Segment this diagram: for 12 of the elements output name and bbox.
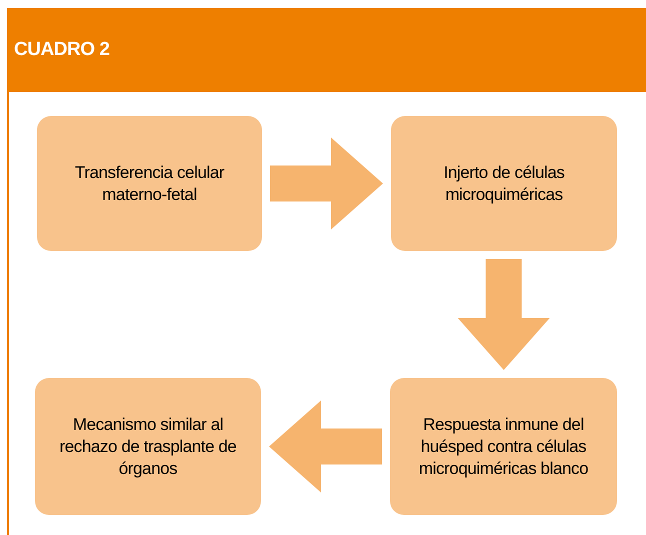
box-text: Injerto de células microquiméricas [442,162,566,206]
box-text: Mecanismo similar al rechazo de trasplante de órganos [58,414,238,480]
block-arrow [458,259,550,370]
box-text: Respuesta inmune del huésped contra células microquiméricas blanco [418,414,590,480]
process-box [390,378,617,515]
title: CUADRO 2 [14,38,110,62]
process-box [35,378,261,515]
box-text: Transferencia celular materno-fetal [74,162,226,206]
process-box [391,116,617,251]
block-arrow [269,400,382,492]
block-arrow [270,138,383,230]
process-box [37,116,262,251]
